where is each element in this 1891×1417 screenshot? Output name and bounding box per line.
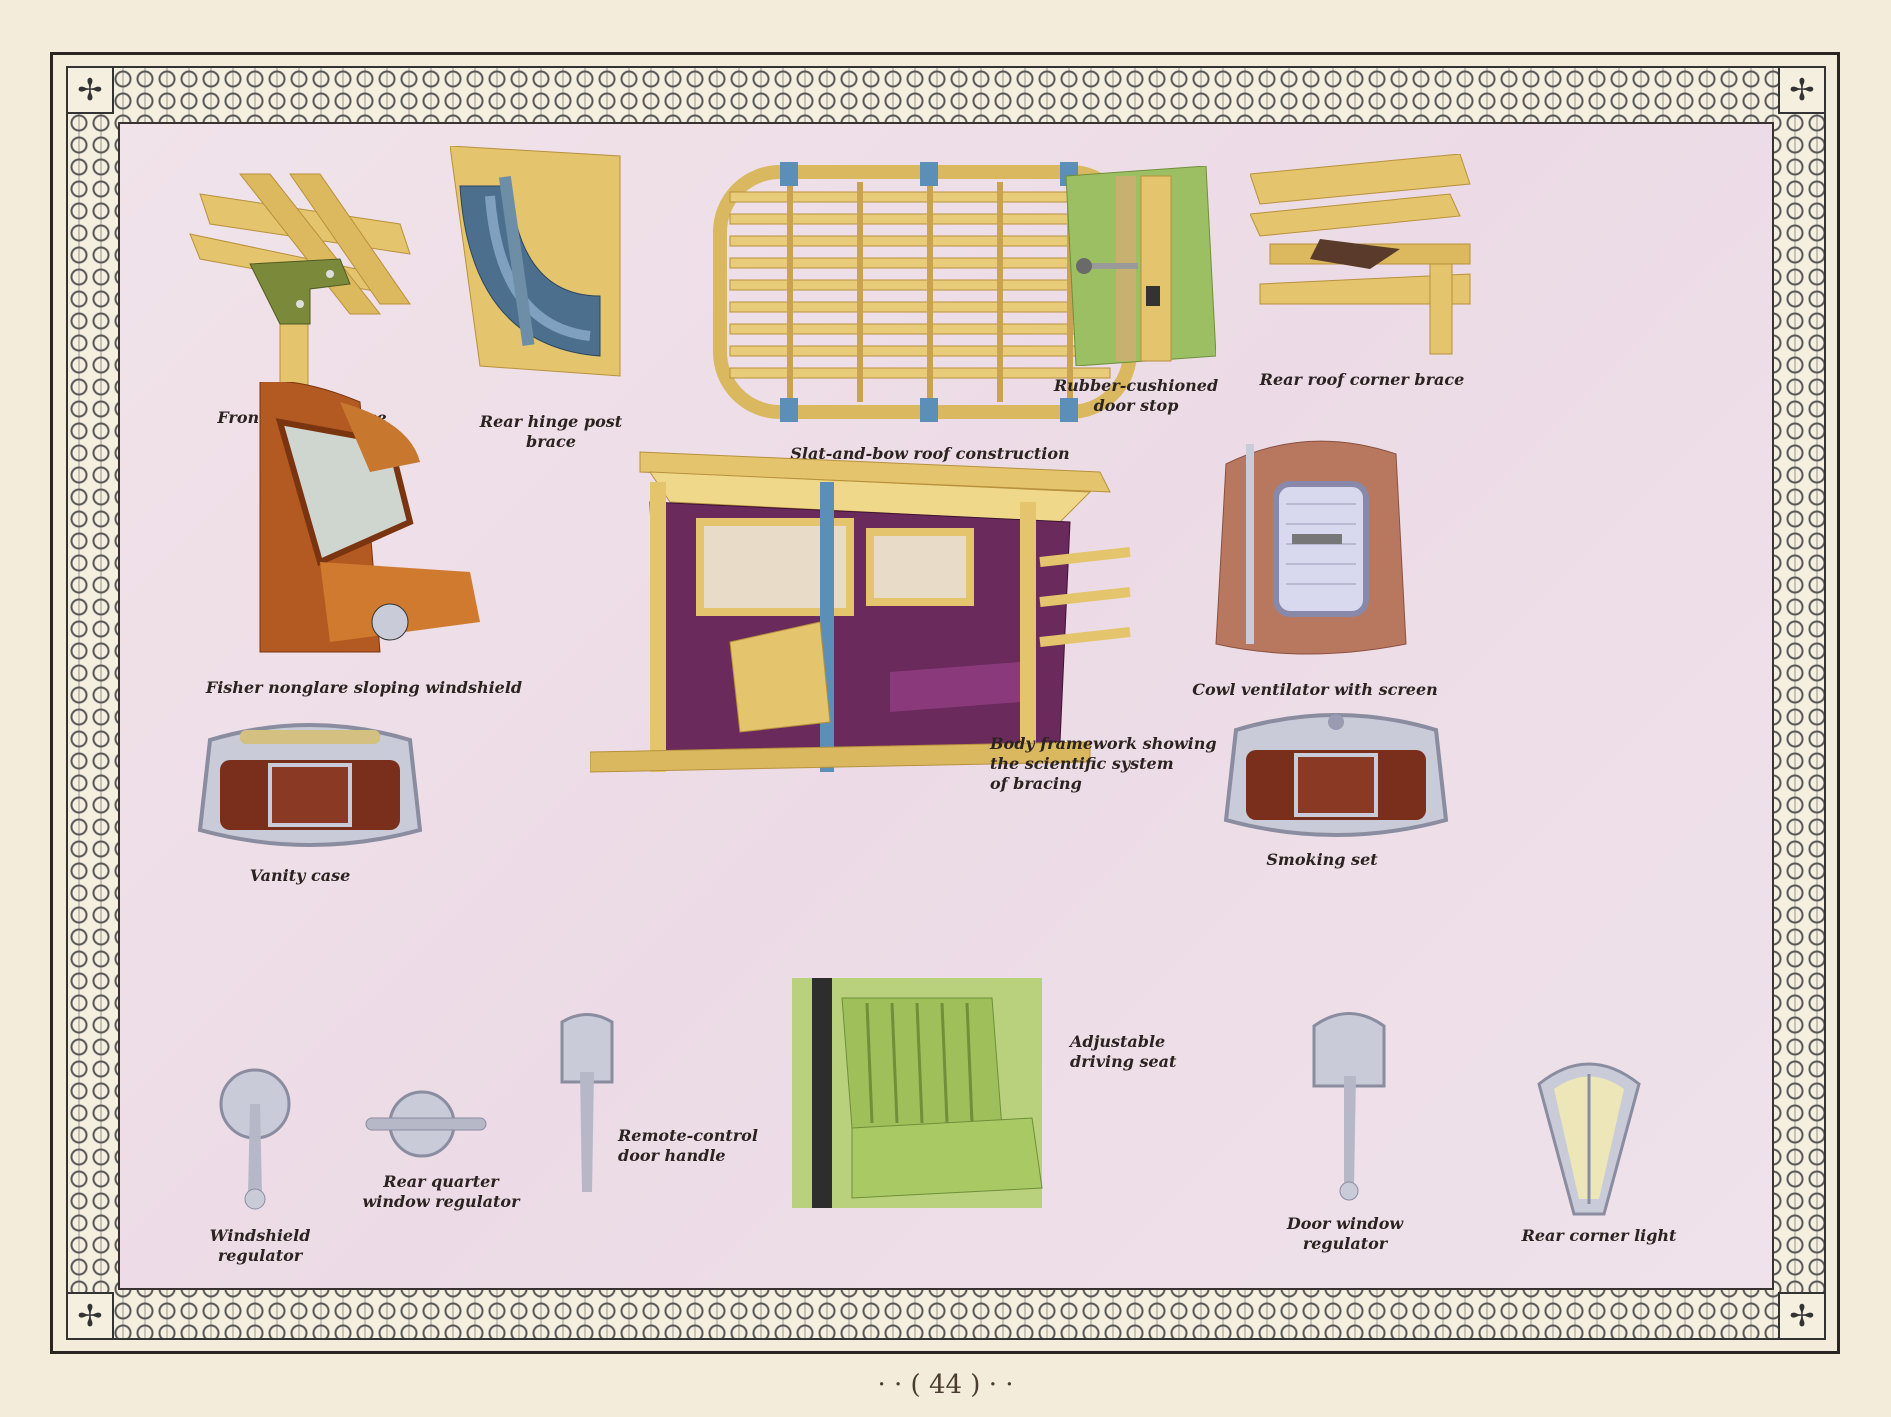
caption-fisher-windshield: Fisher nonglare sloping windshield	[205, 678, 523, 697]
cowl-ventilator-illustration	[1215, 440, 1407, 655]
caption-vanity-case: Vanity case	[249, 866, 351, 885]
caption-door-window-regulator: Door window regulator	[1286, 1214, 1404, 1253]
remote-control-door-handle-illustration	[560, 1013, 614, 1192]
caption-adjustable-driving-seat: Adjustable driving seat	[1070, 1032, 1177, 1071]
rubber-cushioned-door-stop-illustration	[1065, 166, 1216, 366]
fisher-windshield-illustration	[259, 382, 480, 653]
outer-frame	[50, 52, 1840, 1354]
caption-smoking-set: Smoking set	[1266, 850, 1378, 869]
corner-ornament-icon: ✢	[1778, 66, 1826, 114]
caption-rear-quarter-window-regulator: Rear quarter window regulator	[362, 1172, 520, 1211]
rear-corner-light-illustration	[1537, 1062, 1641, 1216]
corner-ornament-icon: ✢	[1778, 1292, 1826, 1340]
rear-quarter-window-regulator-illustration	[365, 1090, 487, 1158]
caption-remote-control-door-handle: Remote-control door handle	[618, 1126, 758, 1165]
rear-hinge-post-brace-illustration	[450, 146, 621, 377]
caption-rear-hinge-post-brace: Rear hinge post brace	[479, 412, 623, 451]
smoking-set-illustration	[1223, 713, 1449, 837]
adjustable-driving-seat-illustration	[792, 978, 1043, 1208]
caption-body-framework: Body framework showing the scientific sy…	[990, 734, 1217, 793]
rear-roof-corner-brace-illustration	[1250, 154, 1471, 355]
door-window-regulator-illustration	[1312, 1012, 1386, 1201]
illustration-plate: Front corner brace Rear hinge post brace…	[118, 122, 1774, 1290]
corner-ornament-icon: ✢	[66, 1292, 114, 1340]
front-corner-brace-illustration	[189, 173, 411, 394]
windshield-regulator-illustration	[219, 1068, 291, 1210]
caption-windshield-regulator: Windshield regulator	[209, 1226, 311, 1265]
caption-rubber-cushioned-door-stop: Rubber-cushioned door stop	[1053, 376, 1219, 415]
caption-rear-roof-corner-brace: Rear roof corner brace	[1259, 370, 1465, 389]
corner-ornament-icon: ✢	[66, 66, 114, 114]
caption-rear-corner-light: Rear corner light	[1521, 1226, 1677, 1245]
caption-slat-and-bow-roof: Slat-and-bow roof construction	[790, 444, 1070, 463]
caption-cowl-ventilator: Cowl ventilator with screen	[1192, 680, 1438, 699]
body-framework-illustration	[590, 451, 1131, 773]
vanity-case-illustration	[197, 723, 423, 847]
page-number: · · ( 44 ) · ·	[877, 1370, 1014, 1400]
